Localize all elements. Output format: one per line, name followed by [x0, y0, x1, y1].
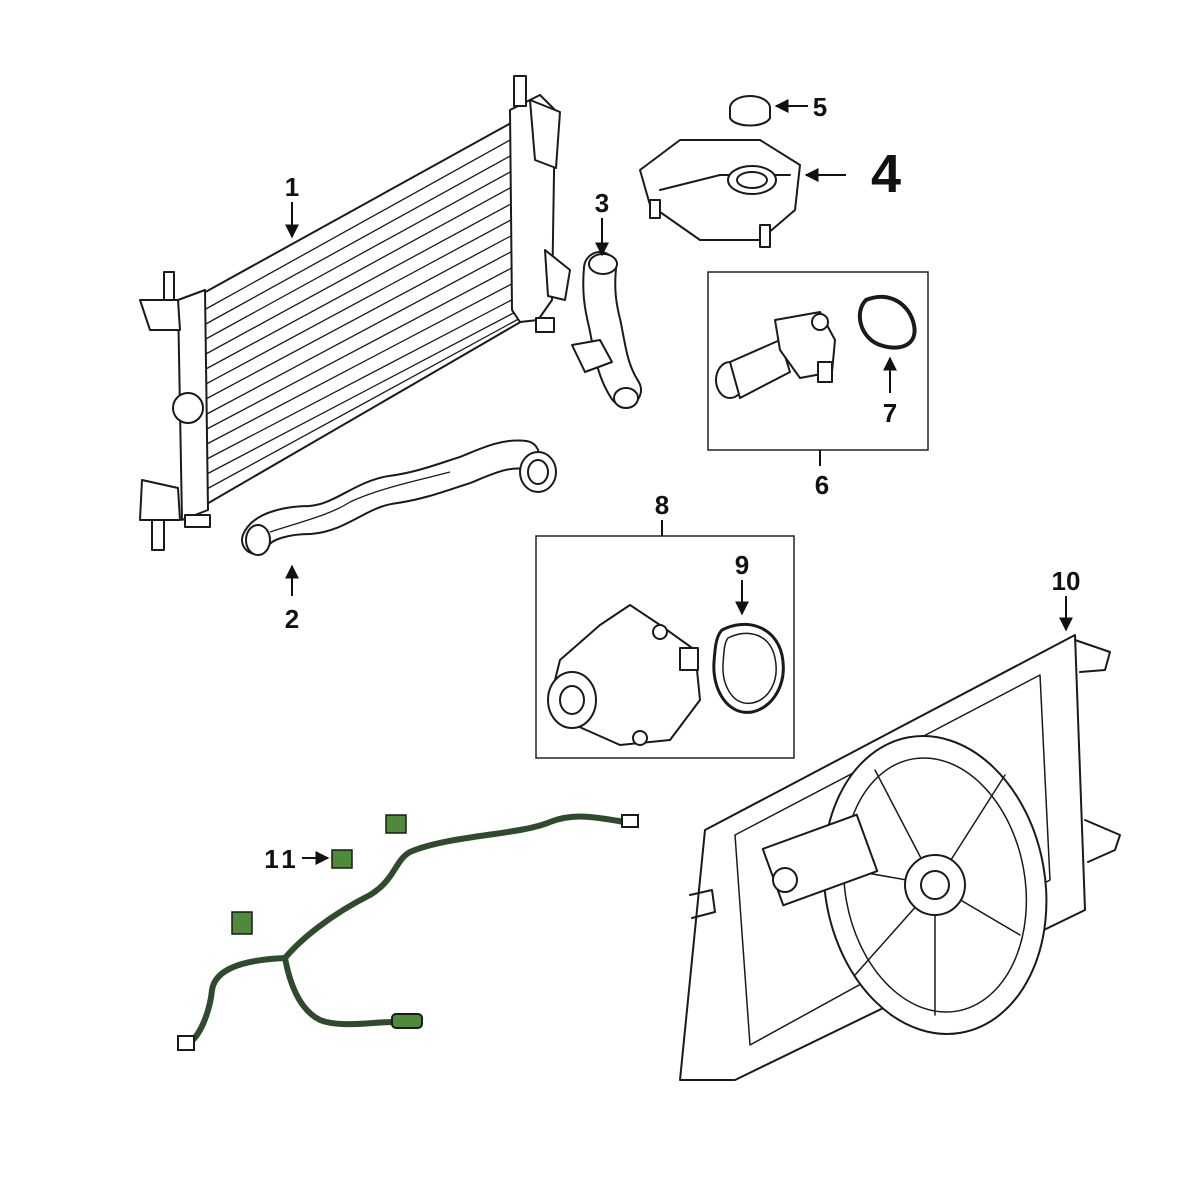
wiring-harness — [177, 813, 639, 1051]
callout-4: 4 — [871, 144, 901, 204]
harness-clip-1 — [385, 814, 407, 834]
thermostat-kit-box — [707, 271, 929, 451]
harness-connector-right — [621, 814, 639, 828]
callout-5: 5 — [813, 92, 827, 122]
callout-1: 1 — [285, 172, 299, 202]
water-pump — [547, 604, 701, 746]
cooling-fan-assembly — [679, 634, 1121, 1081]
water-pump-gasket — [712, 622, 785, 714]
radiator-fins — [203, 133, 525, 491]
callout-10: 10 — [1052, 566, 1081, 596]
callout-labels: 1 2 3 4 5 6 7 8 9 10 11 — [264, 92, 1080, 874]
callout-7: 7 — [883, 398, 897, 428]
harness-clip-3 — [231, 911, 253, 935]
callout-3: 3 — [595, 188, 609, 218]
harness-sensor — [391, 1013, 423, 1029]
callout-11: 11 — [264, 844, 300, 874]
callout-8: 8 — [655, 490, 669, 520]
thermostat-seal — [857, 294, 917, 350]
harness-connector-left — [177, 1035, 195, 1051]
radiator — [139, 75, 571, 551]
callout-9: 9 — [735, 550, 749, 580]
expansion-tank-cap — [729, 95, 771, 127]
upper-radiator-hose — [571, 251, 642, 409]
thermostat-housing — [715, 311, 836, 399]
water-pump-kit-box — [535, 535, 795, 759]
callout-2: 2 — [285, 604, 299, 634]
harness-clip-2 — [331, 849, 353, 869]
lower-radiator-hose — [241, 439, 557, 556]
coolant-expansion-tank — [639, 139, 801, 248]
callout-6: 6 — [815, 470, 829, 500]
leader-lines — [285, 99, 1073, 865]
